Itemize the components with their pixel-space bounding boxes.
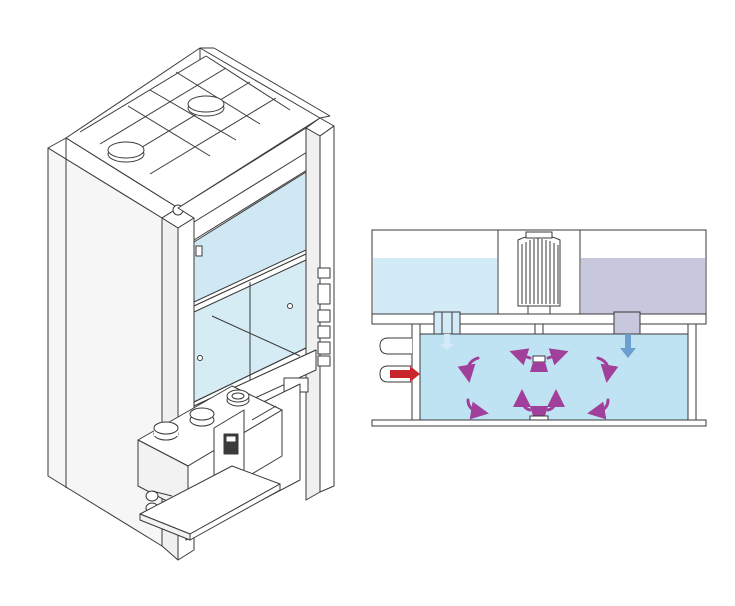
top-plate — [371, 313, 707, 325]
impeller — [529, 355, 549, 421]
hood-upper-sash-glass — [193, 171, 307, 303]
outflow-arrow-icon — [440, 334, 636, 358]
circulation-arrow-icon — [457, 348, 619, 420]
hood-left-side-panel — [47, 137, 179, 547]
left-reservoir — [371, 229, 499, 323]
left-valve — [433, 311, 461, 335]
right-valve — [613, 311, 641, 335]
recirculation-unit — [137, 385, 283, 541]
circulation-pump-icon — [497, 229, 581, 420]
inflow-arrow-icon — [390, 366, 420, 382]
hood-front-right-post — [305, 117, 335, 501]
right-reservoir — [579, 229, 707, 323]
